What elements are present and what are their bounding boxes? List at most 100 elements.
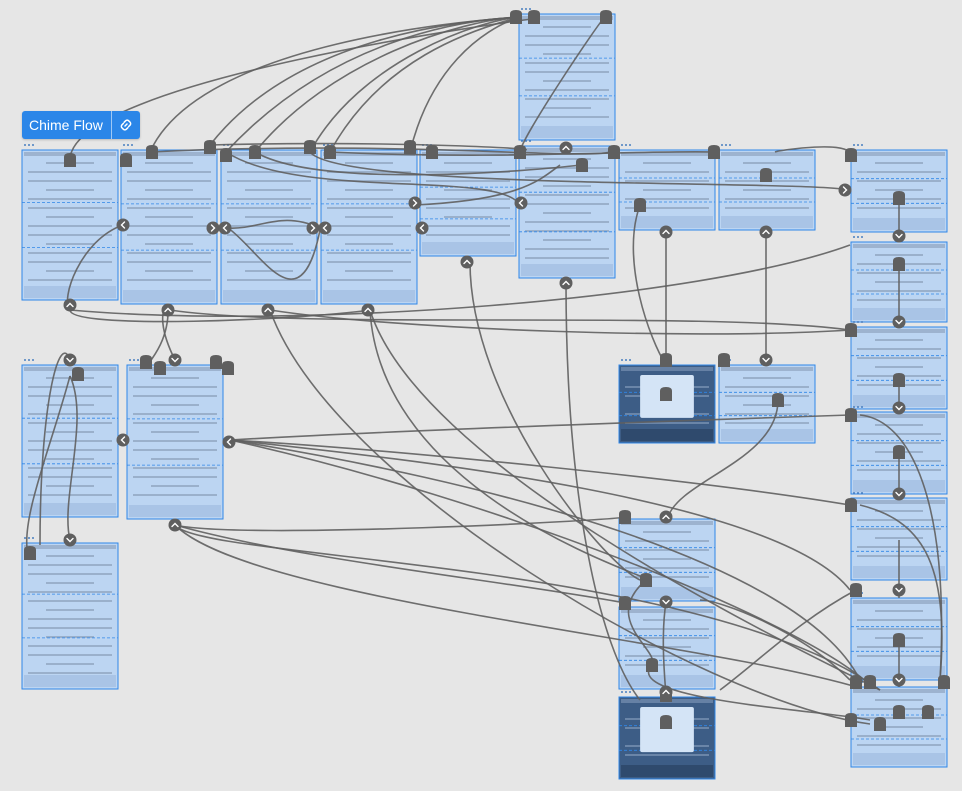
connection-handle[interactable] (404, 140, 416, 154)
connection-handle[interactable] (760, 168, 772, 182)
connection-handle[interactable] (845, 713, 857, 727)
connection-handle[interactable] (576, 158, 588, 172)
connector-line[interactable] (25, 375, 71, 556)
connector-line[interactable] (225, 16, 521, 153)
connection-handle[interactable] (893, 373, 905, 387)
chevron-up-icon[interactable] (168, 518, 182, 532)
connection-handle[interactable] (140, 355, 152, 369)
connection-handle[interactable] (64, 153, 76, 167)
connector-line[interactable] (229, 414, 851, 441)
connector-line[interactable] (409, 16, 521, 153)
connection-handle[interactable] (154, 361, 166, 375)
connection-handle[interactable] (850, 583, 862, 597)
connector-line[interactable] (227, 227, 321, 280)
connection-handle[interactable] (249, 145, 261, 159)
connection-handle[interactable] (24, 546, 36, 560)
chevron-left-icon[interactable] (415, 221, 429, 235)
screen-s17[interactable] (21, 359, 119, 518)
connector-line[interactable] (632, 204, 667, 366)
chevron-up-icon[interactable] (559, 141, 573, 155)
connection-handle[interactable] (772, 393, 784, 407)
screen-s3[interactable] (220, 144, 318, 305)
connection-handle[interactable] (845, 323, 857, 337)
connection-handle[interactable] (845, 148, 857, 162)
chevron-up-icon[interactable] (759, 225, 773, 239)
chevron-down-icon[interactable] (168, 353, 182, 367)
connection-handle[interactable] (660, 353, 672, 367)
connector-line[interactable] (667, 399, 779, 518)
connection-handle[interactable] (864, 675, 876, 689)
connection-handle[interactable] (874, 717, 886, 731)
screen-s1[interactable] (21, 144, 119, 301)
chevron-left-icon[interactable] (514, 196, 528, 210)
connector-line[interactable] (329, 150, 716, 156)
connection-handle[interactable] (619, 510, 631, 524)
connector-line[interactable] (699, 599, 851, 681)
connection-handle[interactable] (619, 596, 631, 610)
chevron-down-icon[interactable] (63, 353, 77, 367)
connection-handle[interactable] (893, 705, 905, 719)
chevron-left-icon[interactable] (222, 435, 236, 449)
screen-s7[interactable] (518, 140, 616, 279)
chevron-down-icon[interactable] (892, 583, 906, 597)
screen-s6[interactable] (518, 8, 616, 141)
screen-s21[interactable] (718, 359, 816, 444)
chevron-down-icon[interactable] (659, 595, 673, 609)
connector-line[interactable] (269, 309, 851, 335)
link-icon[interactable] (110, 111, 140, 139)
connector-line[interactable] (149, 16, 521, 153)
chevron-up-icon[interactable] (659, 510, 673, 524)
connector-line[interactable] (229, 439, 851, 506)
connector-line[interactable] (69, 244, 851, 318)
connection-handle[interactable] (660, 387, 672, 401)
chevron-left-icon[interactable] (318, 221, 332, 235)
chevron-down-icon[interactable] (63, 533, 77, 547)
chevron-down-icon[interactable] (892, 401, 906, 415)
chevron-up-icon[interactable] (659, 685, 673, 699)
connector-line[interactable] (174, 524, 861, 689)
connection-handle[interactable] (72, 367, 84, 381)
flow-label[interactable]: Chime Flow (22, 111, 140, 139)
screen-s16[interactable] (850, 681, 948, 768)
screen-s18[interactable] (126, 359, 224, 520)
chevron-up-icon[interactable] (63, 298, 77, 312)
connection-handle[interactable] (640, 573, 652, 587)
connection-handle[interactable] (718, 353, 730, 367)
connection-handle[interactable] (708, 145, 720, 159)
connection-handle[interactable] (510, 10, 522, 24)
connector-line[interactable] (565, 282, 641, 701)
connector-line[interactable] (174, 524, 881, 691)
connector-line[interactable] (859, 414, 943, 681)
connection-handle[interactable] (845, 498, 857, 512)
connector-line[interactable] (174, 524, 626, 604)
connection-handle[interactable] (204, 140, 216, 154)
chevron-up-icon[interactable] (361, 303, 375, 317)
connector-line[interactable] (229, 439, 861, 681)
chevron-up-icon[interactable] (460, 255, 474, 269)
chevron-left-icon[interactable] (116, 433, 130, 447)
connector-line[interactable] (229, 439, 851, 591)
chevron-right-icon[interactable] (206, 221, 220, 235)
chevron-up-icon[interactable] (161, 303, 175, 317)
connection-handle[interactable] (893, 257, 905, 271)
connection-handle[interactable] (893, 445, 905, 459)
chevron-left-icon[interactable] (116, 218, 130, 232)
connection-handle[interactable] (634, 198, 646, 212)
chevron-down-icon[interactable] (892, 229, 906, 243)
chevron-down-icon[interactable] (759, 353, 773, 367)
screen-s8[interactable] (618, 144, 716, 231)
screen-s24[interactable] (618, 691, 716, 780)
chevron-down-icon[interactable] (892, 673, 906, 687)
connection-handle[interactable] (893, 633, 905, 647)
connection-handle[interactable] (514, 145, 526, 159)
chevron-up-icon[interactable] (559, 276, 573, 290)
connector-line[interactable] (414, 164, 561, 206)
connector-line[interactable] (329, 16, 521, 153)
screen-s19[interactable] (21, 537, 119, 690)
chevron-left-icon[interactable] (218, 221, 232, 235)
connection-handle[interactable] (850, 675, 862, 689)
connector-line[interactable] (227, 219, 321, 229)
connection-handle[interactable] (222, 361, 234, 375)
connection-handle[interactable] (120, 153, 132, 167)
chevron-right-icon[interactable] (306, 221, 320, 235)
